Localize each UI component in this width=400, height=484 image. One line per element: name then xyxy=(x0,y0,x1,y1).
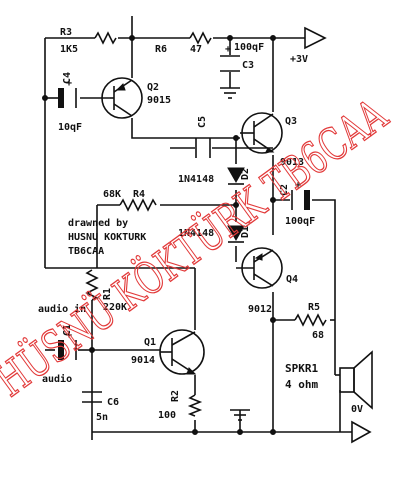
label-q3: Q3 xyxy=(285,116,297,127)
label-c1: C1 xyxy=(62,324,73,336)
label-r1: R1 xyxy=(102,288,113,300)
diode-d1 xyxy=(227,225,245,243)
ground-symbol-c3 xyxy=(220,87,240,99)
label-r4: R4 xyxy=(133,189,145,200)
label-credit-line1: drawned by xyxy=(68,218,128,229)
speaker-spkr1 xyxy=(339,350,373,410)
label-q1: Q1 xyxy=(144,337,156,348)
label-d1: D1 xyxy=(240,226,251,238)
label-c5: C5 xyxy=(197,116,208,128)
label-r6-value: 47 xyxy=(190,44,202,55)
transistor-q1 xyxy=(159,329,205,375)
resistor-r5 xyxy=(294,313,327,327)
resistor-r3 xyxy=(94,31,117,45)
resistor-r6 xyxy=(189,31,212,45)
resistor-r4 xyxy=(119,198,157,212)
svg-text:+: + xyxy=(295,180,301,191)
svg-text:+: + xyxy=(66,330,72,341)
label-r5-value: 68 xyxy=(312,330,324,341)
label-q4-part: 9012 xyxy=(248,304,272,315)
junction-dots xyxy=(42,35,276,435)
label-r3: R3 xyxy=(60,27,72,38)
resistor-r1 xyxy=(85,269,99,301)
watermark-text: HÜSNÜ KÖKTÜRK TB6CAA xyxy=(0,87,397,407)
diode-d2 xyxy=(227,167,245,185)
label-r5: R5 xyxy=(308,302,320,313)
label-r6: R6 xyxy=(155,44,167,55)
label-r2-value: 100 xyxy=(158,410,176,421)
label-ov: 0V xyxy=(351,404,363,415)
label-c4: C4 xyxy=(62,72,73,84)
transistor-q4 xyxy=(236,247,283,289)
label-d2-part: 1N4148 xyxy=(178,174,214,185)
label-c3: C3 xyxy=(242,60,254,71)
label-c2: C2 xyxy=(279,184,290,196)
supply-arrow xyxy=(304,26,327,50)
label-r4-value: 68K xyxy=(103,189,121,200)
svg-text:+: + xyxy=(66,78,72,89)
label-r2: R2 xyxy=(170,390,181,402)
label-d1-part: 1N4148 xyxy=(178,228,214,239)
label-r1-value: 220K xyxy=(103,302,127,313)
svg-text:+: + xyxy=(225,44,231,55)
ground-symbol-main xyxy=(230,409,250,421)
label-spkr: SPKR1 xyxy=(285,362,318,375)
label-q4: Q4 xyxy=(286,274,298,285)
capacitor-c1: + xyxy=(58,330,77,360)
label-audio: audio xyxy=(42,373,72,385)
capacitor-c2: + xyxy=(291,180,310,210)
label-credit-line3: TB6CAA xyxy=(68,246,104,257)
capacitor-c3: + xyxy=(220,44,240,72)
label-c6-value: 5n xyxy=(96,412,108,423)
label-q2-part: 9015 xyxy=(147,95,171,106)
label-credit-line2: HUSNU KOKTURK xyxy=(68,232,146,243)
label-c4-value: 10qF xyxy=(58,122,82,133)
label-spkr-value: 4 ohm xyxy=(285,378,318,391)
label-q3-part: 9013 xyxy=(280,157,304,168)
label-c3-value: 100qF xyxy=(234,42,264,53)
label-audio-in: audio in xyxy=(38,303,86,315)
label-q1-part: 9014 xyxy=(131,355,155,366)
label-c6: C6 xyxy=(107,397,119,408)
label-q2: Q2 xyxy=(147,82,159,93)
ground-arrow xyxy=(351,420,372,444)
capacitor-c5 xyxy=(195,138,211,158)
label-r3-value: 1K5 xyxy=(60,44,78,55)
capacitor-c6 xyxy=(82,391,102,403)
capacitor-c4: + xyxy=(58,78,77,108)
label-supply: +3V xyxy=(290,54,308,65)
label-c2-value: 100qF xyxy=(285,216,315,227)
wires xyxy=(44,16,352,440)
transistor-q3 xyxy=(240,112,283,154)
transistor-q2 xyxy=(101,77,143,119)
label-d2: D2 xyxy=(240,168,251,180)
resistor-r2 xyxy=(187,394,203,417)
component-labels: R3 1K5 R6 47 100qF +3V C3 C4 Q2 9015 10q… xyxy=(38,27,363,423)
